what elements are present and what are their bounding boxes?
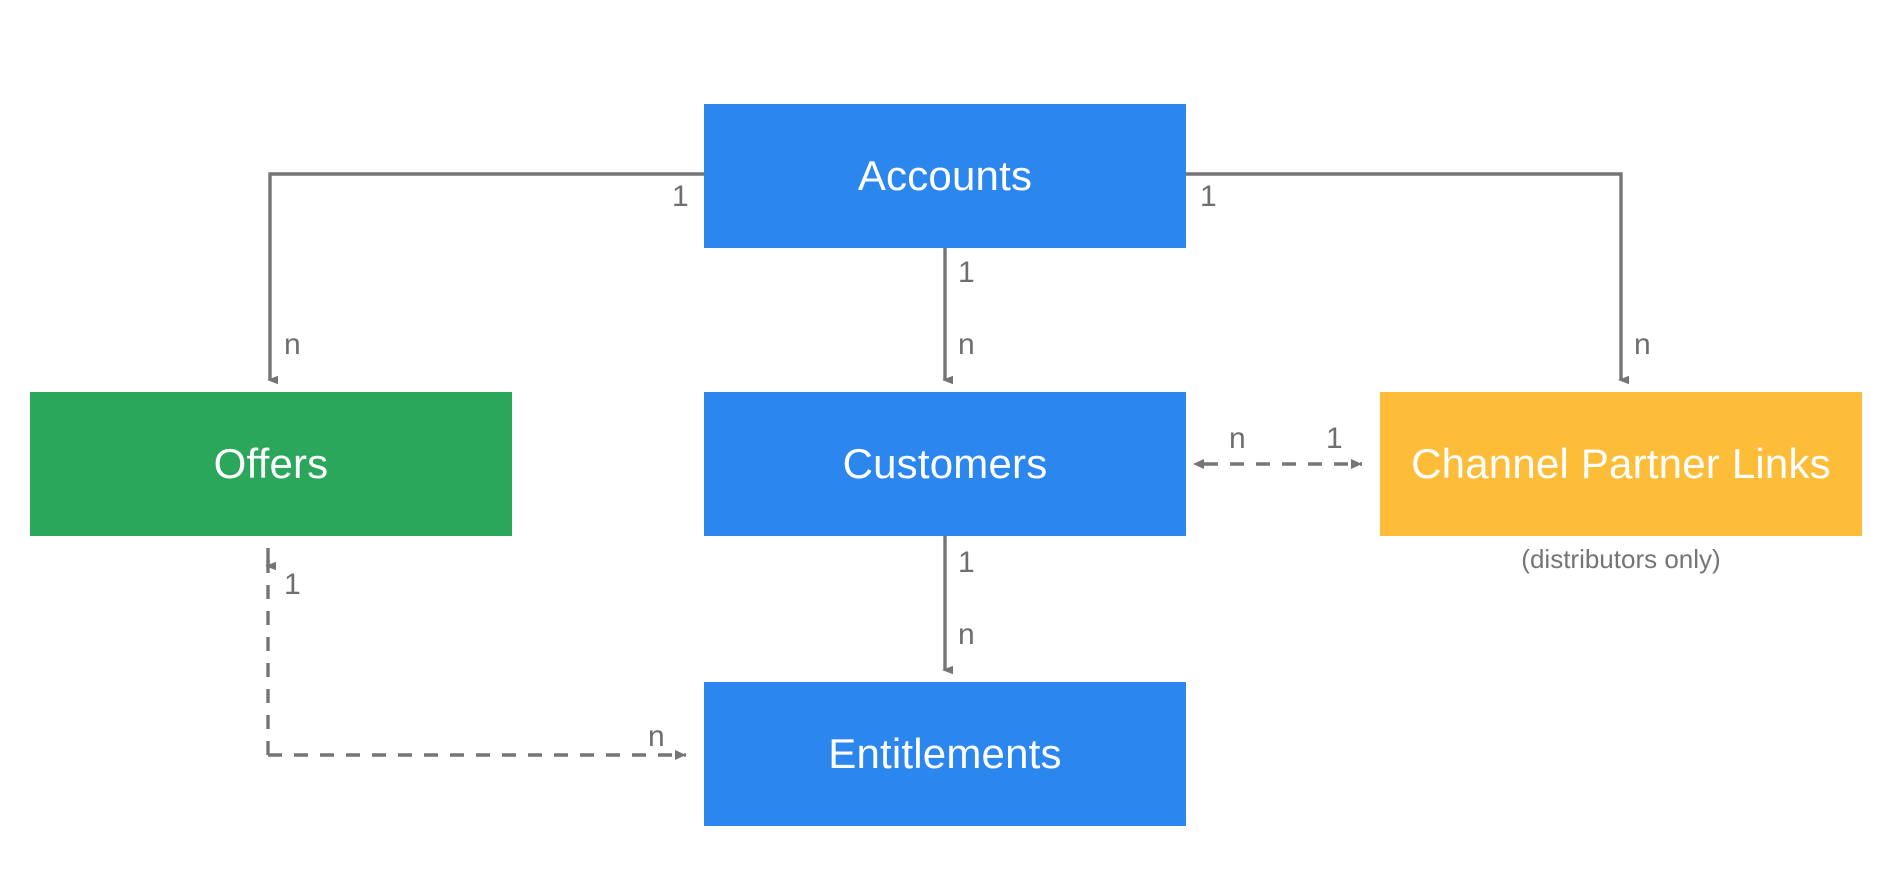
- edge-label-offers-entitlements-from: 1: [284, 568, 301, 601]
- channel-partner-links-note: (distributors only): [1521, 544, 1721, 574]
- node-customers[interactable]: Customers: [704, 392, 1186, 536]
- node-accounts-label: Accounts: [857, 152, 1033, 199]
- node-entitlements-label: Entitlements: [828, 730, 1062, 777]
- node-offers-label: Offers: [213, 440, 329, 487]
- edge-accounts-channel: [1186, 172, 1629, 385]
- edge-label-accounts-customers-to: n: [958, 328, 975, 361]
- edge-label-customers-channel-from: n: [1229, 422, 1246, 455]
- edge-label-accounts-channel-to: n: [1634, 328, 1651, 361]
- node-accounts[interactable]: Accounts: [704, 104, 1186, 248]
- edge-label-customers-entitlements-from: 1: [958, 546, 975, 579]
- edge-label-accounts-offers-from: 1: [672, 180, 689, 213]
- node-offers[interactable]: Offers: [30, 392, 512, 536]
- edge-label-customers-entitlements-to: n: [958, 618, 975, 651]
- node-channel-partner-links[interactable]: Channel Partner Links: [1380, 392, 1862, 536]
- edge-label-accounts-offers-to: n: [284, 328, 301, 361]
- edge-label-accounts-customers-from: 1: [958, 256, 975, 289]
- edge-label-accounts-channel-from: 1: [1200, 180, 1217, 213]
- edge-label-offers-entitlements-to: n: [648, 720, 665, 753]
- node-customers-label: Customers: [842, 440, 1048, 487]
- node-entitlements[interactable]: Entitlements: [704, 682, 1186, 826]
- edge-label-customers-channel-to: 1: [1326, 422, 1343, 455]
- node-channel-partner-links-label: Channel Partner Links: [1411, 440, 1831, 487]
- edge-accounts-offers: [267, 172, 704, 385]
